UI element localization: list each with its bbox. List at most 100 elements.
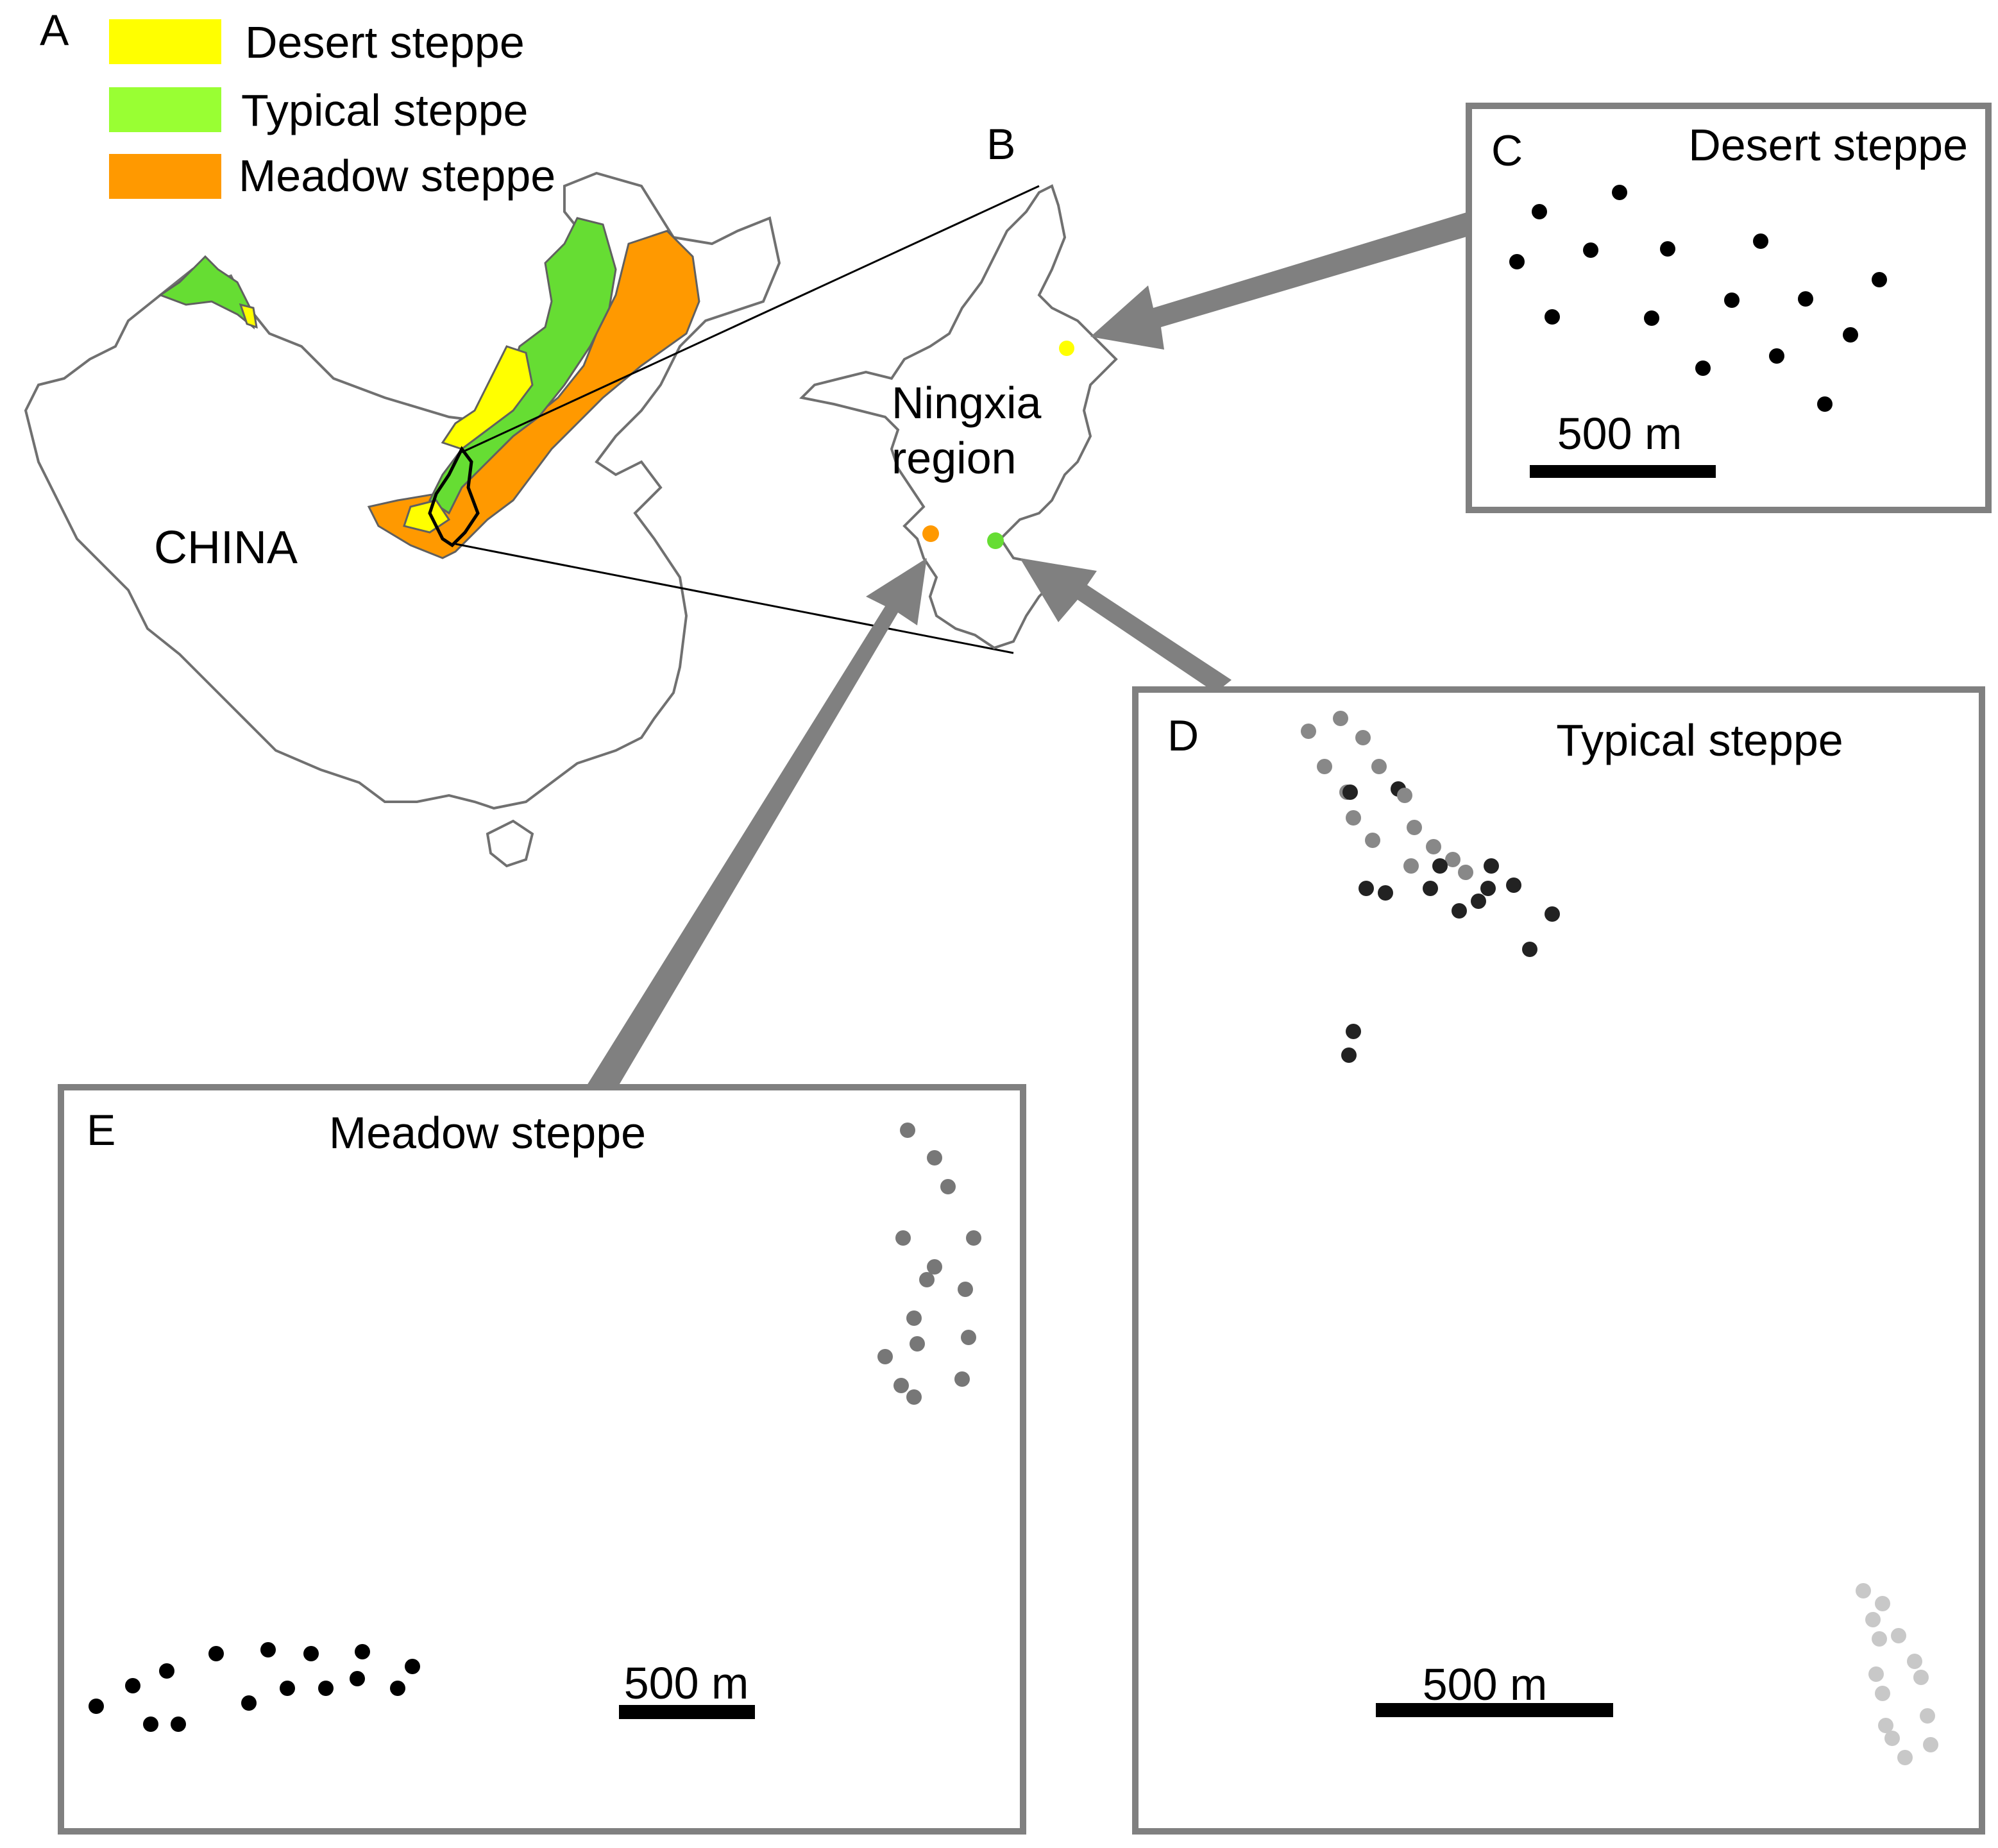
sample-point bbox=[1612, 185, 1627, 200]
sample-point bbox=[927, 1150, 942, 1166]
panel-d-label: D bbox=[1167, 711, 1199, 760]
sample-point bbox=[1724, 292, 1740, 308]
sample-point bbox=[927, 1259, 942, 1275]
sample-point bbox=[1872, 272, 1887, 287]
sample-point bbox=[208, 1646, 224, 1661]
panel-e-sample-points bbox=[89, 1123, 981, 1732]
sample-point bbox=[1868, 1666, 1884, 1682]
sample-point bbox=[1355, 730, 1371, 745]
sample-point bbox=[1920, 1708, 1935, 1724]
panel-d-frame bbox=[1132, 686, 1985, 1835]
sample-point bbox=[1506, 877, 1521, 893]
sample-point bbox=[1317, 759, 1332, 774]
sample-point bbox=[1342, 784, 1358, 800]
sample-point bbox=[940, 1179, 956, 1194]
arrow-e-to-meadow-site bbox=[584, 558, 927, 1090]
sample-point bbox=[355, 1644, 370, 1659]
sample-point bbox=[241, 1695, 257, 1711]
sample-point bbox=[1872, 1631, 1887, 1647]
legend-swatch-meadow bbox=[109, 154, 221, 199]
sample-point bbox=[1346, 810, 1361, 826]
sample-point bbox=[1865, 1612, 1881, 1627]
legend: Desert steppe Typical steppe Meadow step… bbox=[109, 17, 555, 201]
sample-point bbox=[159, 1663, 174, 1679]
arrow-d-to-typical-site bbox=[1020, 558, 1232, 693]
sample-point bbox=[1884, 1731, 1900, 1746]
sample-point bbox=[919, 1272, 935, 1287]
panel-a-label: A bbox=[40, 6, 69, 55]
sample-point bbox=[910, 1336, 925, 1352]
sample-point bbox=[1365, 833, 1380, 848]
sample-point bbox=[1913, 1670, 1929, 1685]
sample-point bbox=[1397, 788, 1412, 803]
sample-point bbox=[1423, 881, 1438, 896]
site-marker-desert bbox=[1059, 341, 1074, 356]
sample-point bbox=[1484, 858, 1499, 874]
typical-steppe-zone-northwest bbox=[158, 255, 255, 330]
sample-point bbox=[1371, 759, 1387, 774]
panel-b-label: B bbox=[986, 120, 1015, 169]
sample-point bbox=[1509, 254, 1525, 269]
region-label-line2: region bbox=[892, 433, 1017, 483]
hainan-island-outline bbox=[486, 819, 534, 868]
sample-point bbox=[1583, 242, 1598, 258]
sample-point bbox=[1843, 327, 1858, 343]
sample-point bbox=[1644, 310, 1659, 326]
sample-point bbox=[1923, 1737, 1938, 1752]
sample-point bbox=[1875, 1596, 1890, 1611]
sample-point bbox=[143, 1717, 158, 1732]
sample-point bbox=[906, 1310, 922, 1326]
sample-point bbox=[1403, 858, 1419, 874]
legend-swatch-desert bbox=[109, 19, 221, 64]
sample-point bbox=[405, 1659, 420, 1674]
sample-point bbox=[877, 1349, 893, 1364]
sample-point bbox=[350, 1671, 365, 1686]
sample-point bbox=[1878, 1718, 1893, 1733]
sample-point bbox=[318, 1681, 334, 1696]
site-marker-meadow bbox=[922, 525, 939, 542]
arrow-c-to-desert-site bbox=[1090, 212, 1475, 350]
sample-point bbox=[958, 1282, 973, 1297]
panel-e-frame bbox=[58, 1084, 1026, 1835]
sample-point bbox=[1341, 1047, 1357, 1063]
sample-point bbox=[1480, 881, 1496, 896]
sample-point bbox=[1817, 396, 1833, 412]
sample-point bbox=[961, 1330, 976, 1345]
sample-point bbox=[1407, 820, 1422, 835]
sample-point bbox=[1301, 724, 1316, 739]
sample-point bbox=[1695, 360, 1711, 376]
sample-point bbox=[1545, 906, 1560, 922]
panel-d-title: Typical steppe bbox=[1556, 715, 1843, 765]
sample-point bbox=[906, 1389, 922, 1405]
sample-point bbox=[1891, 1628, 1906, 1643]
sample-point bbox=[1532, 204, 1547, 219]
sample-point bbox=[1432, 858, 1448, 874]
legend-label-desert: Desert steppe bbox=[245, 17, 525, 67]
panel-c-title: Desert steppe bbox=[1688, 120, 1968, 170]
sample-point bbox=[900, 1123, 915, 1138]
sample-point bbox=[1522, 942, 1537, 957]
panel-d-scale-label: 500 m bbox=[1423, 1659, 1548, 1709]
china-label: CHINA bbox=[154, 522, 298, 573]
panel-c-scale-bar bbox=[1530, 465, 1716, 478]
sample-point bbox=[303, 1646, 319, 1661]
panel-c-frame bbox=[1466, 103, 1992, 513]
sample-point bbox=[1378, 885, 1393, 901]
sample-point bbox=[1545, 309, 1560, 325]
panel-e-scale-bar bbox=[619, 1705, 755, 1719]
sample-point bbox=[1856, 1583, 1871, 1598]
sample-point bbox=[1359, 881, 1374, 896]
sample-point bbox=[1445, 852, 1460, 867]
panel-e-label: E bbox=[87, 1106, 115, 1155]
sample-point bbox=[893, 1378, 909, 1393]
sample-point bbox=[1769, 348, 1784, 364]
sample-point bbox=[1458, 865, 1473, 880]
zoom-line-top bbox=[461, 185, 1040, 454]
panel-d-scale-bar bbox=[1376, 1703, 1613, 1717]
panel-e-scale-label: 500 m bbox=[624, 1658, 749, 1708]
arrows bbox=[584, 212, 1475, 1090]
sample-point bbox=[125, 1678, 140, 1693]
sample-point bbox=[1471, 894, 1486, 909]
site-marker-typical bbox=[987, 532, 1004, 549]
